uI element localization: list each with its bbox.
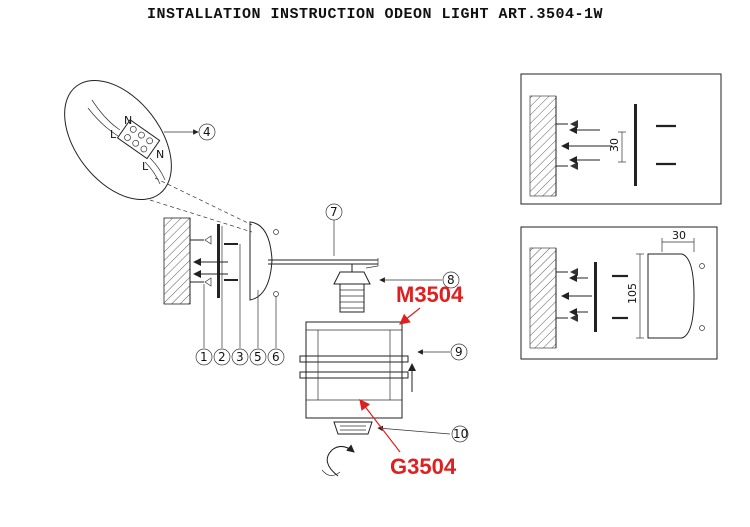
detail-panel-spacing: 30: [520, 73, 722, 205]
part-labels: M3504 G3504: [359, 282, 464, 479]
wiring-detail: L N L N: [64, 80, 253, 233]
dim-spacing: 30: [608, 138, 621, 152]
callout-4-circle: [198, 123, 216, 141]
callout-4: 4: [203, 125, 211, 139]
wire-label-n1: N: [124, 114, 132, 127]
callout-7: 7: [330, 205, 338, 219]
callouts: 4 7 8 9 10 1 2 3: [164, 123, 469, 443]
callout-6: 6: [272, 350, 280, 364]
callout-2: 2: [218, 350, 226, 364]
callout-8: 8: [447, 273, 455, 287]
callout-10-circle: [451, 425, 469, 443]
wire-label-l2: L: [142, 160, 149, 173]
shade-part-label: M3504: [396, 282, 464, 307]
dim-depth: 30: [672, 229, 686, 242]
callout-10: 10: [453, 427, 468, 441]
terminal-block: [116, 119, 161, 160]
callout-5: 5: [254, 350, 262, 364]
callout-9: 9: [455, 345, 463, 359]
callout-7-circle: [325, 203, 343, 221]
callout-8-circle: [442, 271, 460, 289]
detail-panel-dimensions: 30 105: [520, 226, 718, 360]
bulb-part-label: G3504: [390, 454, 457, 479]
callout-1: 1: [200, 350, 208, 364]
page-title: INSTALLATION INSTRUCTION ODEON LIGHT ART…: [146, 6, 604, 23]
dim-height: 105: [626, 283, 639, 304]
wire-label-n2: N: [156, 148, 164, 161]
wire-label-l1: L: [110, 128, 117, 141]
callout-3: 3: [236, 350, 244, 364]
wall-mount-assembly: [163, 217, 379, 305]
callout-9-circle: [450, 343, 468, 361]
lamp-assembly: [299, 264, 416, 477]
